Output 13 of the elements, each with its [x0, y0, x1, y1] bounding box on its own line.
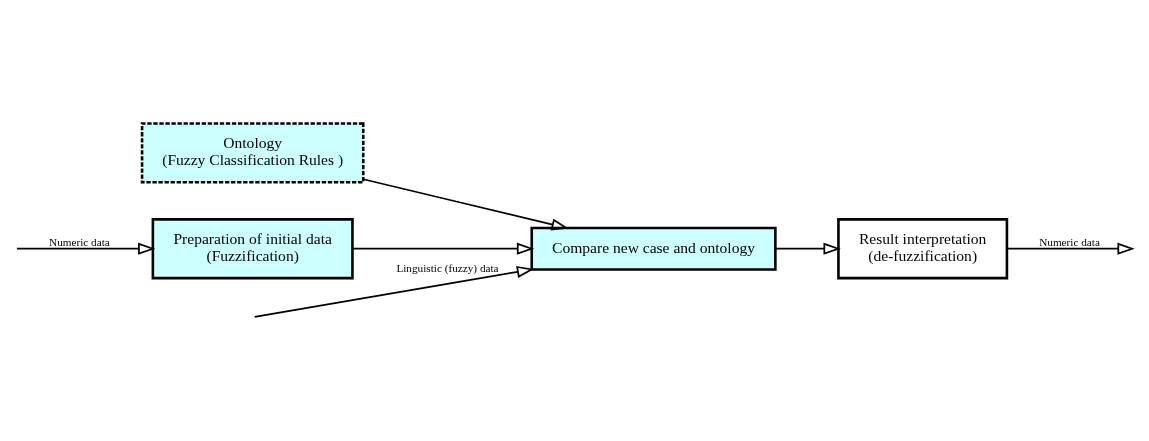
arrow — [351, 242, 535, 255]
node-box: Ontology (Fuzzy Classification Rules ) — [140, 121, 365, 183]
arrow — [362, 177, 569, 230]
edge-label: Linguistic (fuzzy) data — [396, 261, 499, 274]
node-box: Preparation of initial data (Fuzzification) — [151, 217, 354, 279]
arrow — [16, 242, 156, 255]
arrow — [253, 265, 535, 318]
edge-label: Numeric data — [49, 235, 110, 248]
arrow — [774, 242, 841, 255]
arrow — [1006, 242, 1135, 255]
node-box: Compare new case and ontology — [530, 226, 777, 271]
edge-label: Numeric data — [1039, 235, 1100, 248]
node-box: Result interpretation (de-fuzzification) — [837, 217, 1009, 279]
